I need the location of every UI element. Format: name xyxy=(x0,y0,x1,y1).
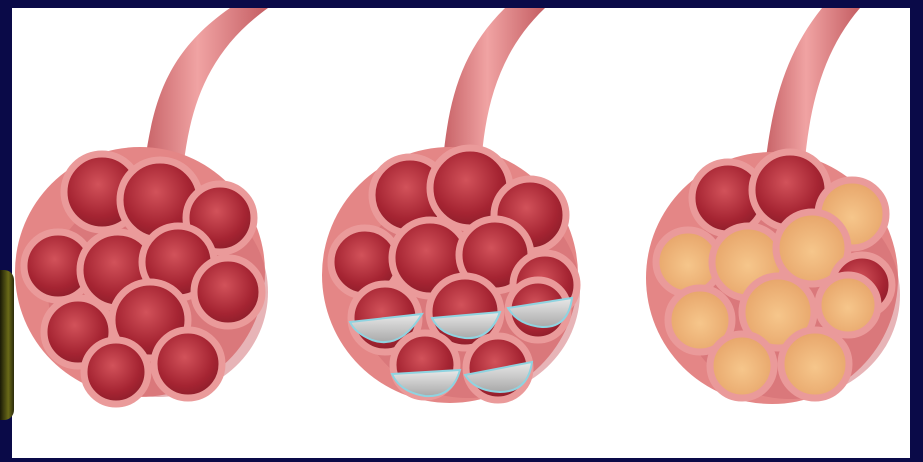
sac xyxy=(710,334,774,398)
alveolus-normal xyxy=(15,8,268,404)
sac xyxy=(194,258,262,326)
sac xyxy=(154,330,222,398)
sac xyxy=(84,340,148,404)
alveolus-partial-fluid xyxy=(322,8,580,403)
alveolus-filled xyxy=(646,8,900,404)
sac xyxy=(818,275,878,335)
sac xyxy=(781,330,849,398)
